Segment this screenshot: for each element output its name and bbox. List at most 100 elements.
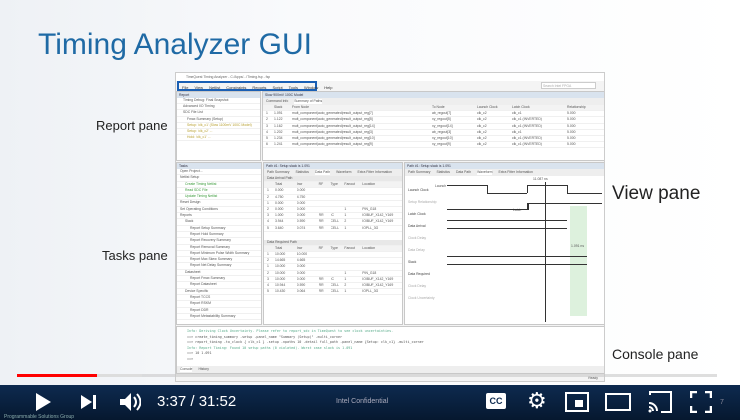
- task-item[interactable]: Device Specific: [177, 289, 261, 295]
- column-header[interactable]: Fanout: [344, 182, 355, 187]
- column-header[interactable]: Slack: [274, 105, 283, 109]
- fullscreen-icon[interactable]: [690, 391, 712, 413]
- tab-waveform[interactable]: Waveform: [477, 170, 493, 175]
- menu-reports[interactable]: Reports: [252, 85, 267, 90]
- task-item[interactable]: Read SDC File: [177, 188, 261, 195]
- tab-path-summary[interactable]: Path Summary: [408, 170, 431, 174]
- column-header[interactable]: From Node: [292, 105, 309, 109]
- task-item[interactable]: Reset Design: [177, 200, 261, 207]
- menu-netlist[interactable]: Netlist: [209, 85, 221, 90]
- report-tree-item[interactable]: Fmax Summary (Setup): [177, 117, 260, 123]
- column-header[interactable]: Latch Clock: [512, 105, 530, 109]
- tab-extra-fitter-information[interactable]: Extra Fitter Information: [498, 170, 533, 174]
- next-icon[interactable]: [80, 394, 98, 410]
- task-item[interactable]: Report DDR: [177, 308, 261, 314]
- volume-icon[interactable]: [119, 391, 141, 413]
- tab-statistics[interactable]: Statistics: [436, 170, 451, 174]
- menu-tools[interactable]: Tools: [288, 85, 299, 90]
- cast-icon[interactable]: [647, 391, 673, 413]
- tab-path-summary[interactable]: Path Summary: [267, 170, 290, 174]
- task-item[interactable]: Report Datasheet: [177, 282, 261, 289]
- tab-data-path[interactable]: Data Path: [315, 170, 331, 175]
- task-item[interactable]: Report Setup Summary: [177, 226, 261, 232]
- tab-summary-of-paths[interactable]: Summary of Paths: [294, 99, 323, 104]
- report-tree-item[interactable]: Hold: 'clk_c1' ...: [177, 135, 260, 142]
- column-header[interactable]: [267, 182, 275, 187]
- column-header[interactable]: [267, 246, 275, 251]
- report-tree-item[interactable]: SDC File List: [177, 110, 260, 117]
- menu-window[interactable]: Window: [304, 85, 319, 90]
- task-item[interactable]: Report Removal Summary: [177, 245, 261, 251]
- menu-script[interactable]: Script: [272, 85, 283, 90]
- column-header[interactable]: Total: [274, 245, 283, 250]
- task-item[interactable]: Slack: [177, 219, 261, 226]
- column-header[interactable]: Incr: [296, 182, 303, 187]
- column-header[interactable]: Type: [330, 182, 338, 187]
- cursor-line[interactable]: [545, 182, 546, 322]
- task-item[interactable]: Report Recovery Summary: [177, 238, 261, 245]
- task-item[interactable]: Report Hold Summary: [177, 232, 261, 239]
- column-header[interactable]: To Node: [432, 105, 445, 109]
- report-tree-item[interactable]: Setup: 'clk_c1' (Slow 1100mV 100C Model): [177, 123, 260, 129]
- column-header[interactable]: Fanout: [344, 245, 355, 250]
- report-tree-item[interactable]: Advanced I/O Timing: [177, 104, 260, 111]
- task-item[interactable]: Report Metastability Summary: [177, 314, 261, 321]
- play-icon[interactable]: [34, 392, 52, 412]
- menu-help[interactable]: Help: [324, 85, 333, 90]
- column-header[interactable]: [266, 105, 274, 110]
- search-input[interactable]: Search Intel FPGA: [541, 82, 596, 89]
- menu-file[interactable]: File: [182, 85, 189, 90]
- task-item[interactable]: Set Operating Conditions: [177, 207, 261, 214]
- tab-command-info[interactable]: Command Info: [266, 99, 289, 103]
- menu-view[interactable]: View: [194, 85, 204, 90]
- task-item[interactable]: Open Project...: [177, 169, 261, 176]
- column-header[interactable]: RF: [318, 182, 324, 187]
- gear-icon[interactable]: ⚙: [527, 388, 547, 413]
- progress-bar[interactable]: [17, 374, 717, 377]
- task-item[interactable]: Report RSKM: [177, 301, 261, 308]
- tab-history[interactable]: History: [198, 367, 210, 371]
- task-item[interactable]: Datasheet: [177, 270, 261, 277]
- column-header[interactable]: Total: [274, 182, 283, 187]
- tab-data-path[interactable]: Data Path: [456, 170, 472, 174]
- task-item[interactable]: Create Timing Netlist: [177, 182, 261, 188]
- task-item[interactable]: Reports: [177, 213, 261, 220]
- column-header[interactable]: Location: [362, 182, 376, 187]
- column-header[interactable]: Launch Clock: [477, 105, 498, 109]
- column-header[interactable]: Type: [330, 245, 338, 250]
- report-tree-item[interactable]: Timing Debug: Final Snapshot: [177, 98, 260, 105]
- task-item[interactable]: Update Timing Netlist: [177, 194, 261, 201]
- tab-extra-fitter-information[interactable]: Extra Fitter Information: [357, 170, 392, 174]
- task-item[interactable]: Report Net Delay Summary: [177, 263, 261, 270]
- task-item[interactable]: Netlist Setup: [177, 175, 261, 182]
- miniplayer-icon[interactable]: [565, 392, 589, 412]
- column-header[interactable]: Incr: [296, 245, 303, 250]
- tab-waveform[interactable]: Waveform: [336, 170, 352, 174]
- task-item[interactable]: Report TCCS: [177, 295, 261, 302]
- report-tree-item[interactable]: Setup: 'clk_c2' ...: [177, 129, 260, 136]
- cc-icon[interactable]: CC: [486, 393, 506, 409]
- task-item[interactable]: Report Minimum Pulse Width Summary: [177, 251, 261, 258]
- task-item[interactable]: Report Fmax Summary: [177, 276, 261, 283]
- menu-constraints[interactable]: Constraints: [226, 85, 247, 90]
- column-header[interactable]: RF: [318, 245, 324, 250]
